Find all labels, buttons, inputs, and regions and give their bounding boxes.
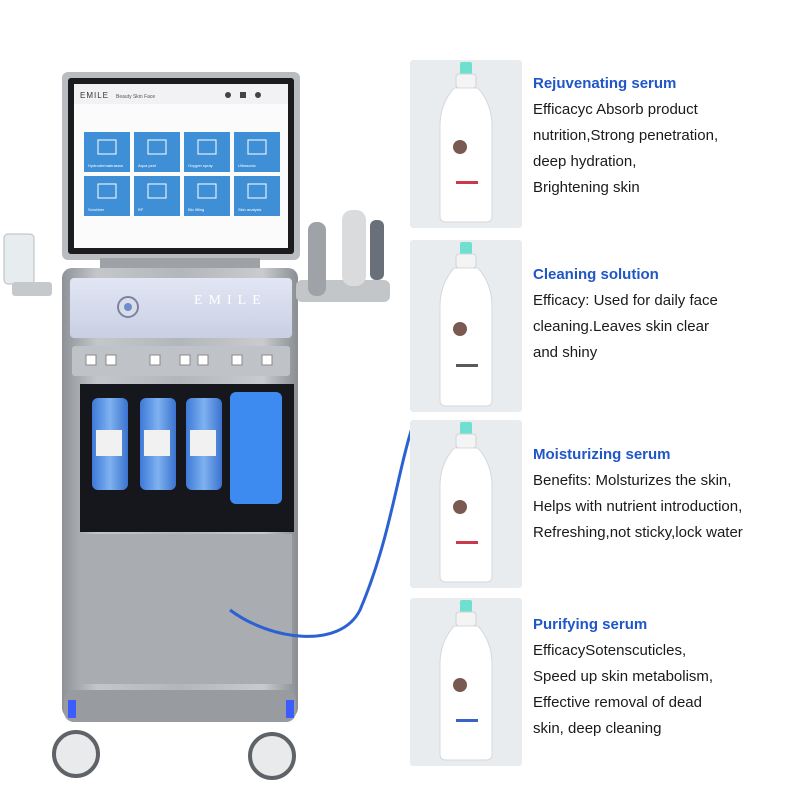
bottle-cap-icon	[460, 422, 472, 436]
bottle-icon	[439, 87, 493, 223]
product-title: Moisturizing serum	[533, 446, 671, 463]
product-description-line: skin, deep cleaning	[533, 720, 662, 737]
screen-tile[interactable]: Hydrodermabrasion	[84, 132, 130, 172]
screen-status-icons	[225, 92, 261, 98]
tool-icon	[197, 183, 217, 199]
product-description-line: and shiny	[533, 344, 598, 361]
tool-icon	[247, 139, 267, 155]
product-photo	[410, 60, 522, 228]
logo-icon	[453, 678, 467, 692]
screen-tile-label: Ultrasonic	[238, 163, 256, 168]
screen-tile-label: Scrubber	[88, 207, 105, 212]
screen-tile[interactable]: RF	[134, 176, 180, 216]
left-handpiece-holder	[3, 233, 52, 296]
right-handpiece-holder	[296, 210, 390, 302]
connector-ports	[85, 354, 273, 366]
screen-tile-label: Aqua peel	[138, 163, 156, 168]
screen-tile[interactable]: Bio lifting	[184, 176, 230, 216]
tool-icon	[147, 183, 167, 199]
screen-tile-label: Skin analysis	[238, 207, 261, 212]
screen-brand: EMILE	[80, 91, 109, 100]
screen-tile-label: Bio lifting	[188, 207, 204, 212]
screen-tile[interactable]: Aqua peel	[134, 132, 180, 172]
logo-icon	[453, 500, 467, 514]
screen-tile-label: Oxygen spray	[188, 163, 213, 168]
product-description-line: nutrition,Strong penetration,	[533, 127, 719, 144]
screen-tile[interactable]: Scrubber	[84, 176, 130, 216]
blue-hose	[229, 427, 414, 638]
product-title: Rejuvenating serum	[533, 75, 677, 92]
screen-tile-label: Hydrodermabrasion	[88, 163, 123, 168]
blue-led-strip	[68, 700, 76, 718]
monitor: EMILE Beauty Skin Face Hydrodermabrasion…	[62, 72, 300, 260]
product-description-line: Brightening skin	[533, 179, 640, 196]
bottle-icon	[439, 447, 493, 583]
solution-bottles	[92, 392, 282, 504]
logo-icon	[453, 140, 467, 154]
product-description-line: Effective removal of dead	[533, 694, 702, 711]
product-description-line: deep hydration,	[533, 153, 637, 170]
screen-tile[interactable]: Oxygen spray	[184, 132, 230, 172]
screen-tile[interactable]: Ultrasonic	[234, 132, 280, 172]
tool-icon	[97, 139, 117, 155]
product-description-line: Benefits: Molsturizes the skin,	[533, 472, 732, 489]
product-photo	[410, 420, 522, 588]
bottle-icon	[439, 267, 493, 407]
product-photo	[410, 240, 522, 412]
tool-icon	[247, 183, 267, 199]
product-description-line: Efficacyc Absorb product	[533, 101, 698, 118]
product-description-line: EfficacySotenscuticles,	[533, 642, 687, 659]
bottle-cap-icon	[460, 62, 472, 76]
product-title: Cleaning solution	[533, 266, 659, 283]
logo-icon	[453, 322, 467, 336]
screen-tile-label: RF	[138, 207, 144, 212]
screen-subtitle: Beauty Skin Face	[116, 94, 155, 100]
beauty-machine: EMILE Beauty Skin Face Hydrodermabrasion…	[3, 72, 414, 780]
product-title: Purifying serum	[533, 616, 648, 633]
product-description-line: Refreshing,not sticky,lock water	[533, 524, 743, 541]
product-description-line: cleaning.Leaves skin clear	[533, 318, 709, 335]
panel-brand: EMILE	[194, 293, 267, 308]
tool-icon	[197, 139, 217, 155]
bottle-cap-icon	[460, 242, 472, 256]
caster-wheels	[52, 730, 296, 780]
bottle-icon	[439, 625, 493, 761]
tool-icon	[97, 183, 117, 199]
bottle-cap-icon	[460, 600, 472, 614]
screen-tile[interactable]: Skin analysis	[234, 176, 280, 216]
product-description-line: Efficacy: Used for daily face	[533, 292, 718, 309]
product-description-line: Speed up skin metabolism,	[533, 668, 714, 685]
product-description-line: Helps with nutrient introduction,	[533, 498, 743, 515]
tool-icon	[147, 139, 167, 155]
product-photo	[410, 598, 522, 766]
